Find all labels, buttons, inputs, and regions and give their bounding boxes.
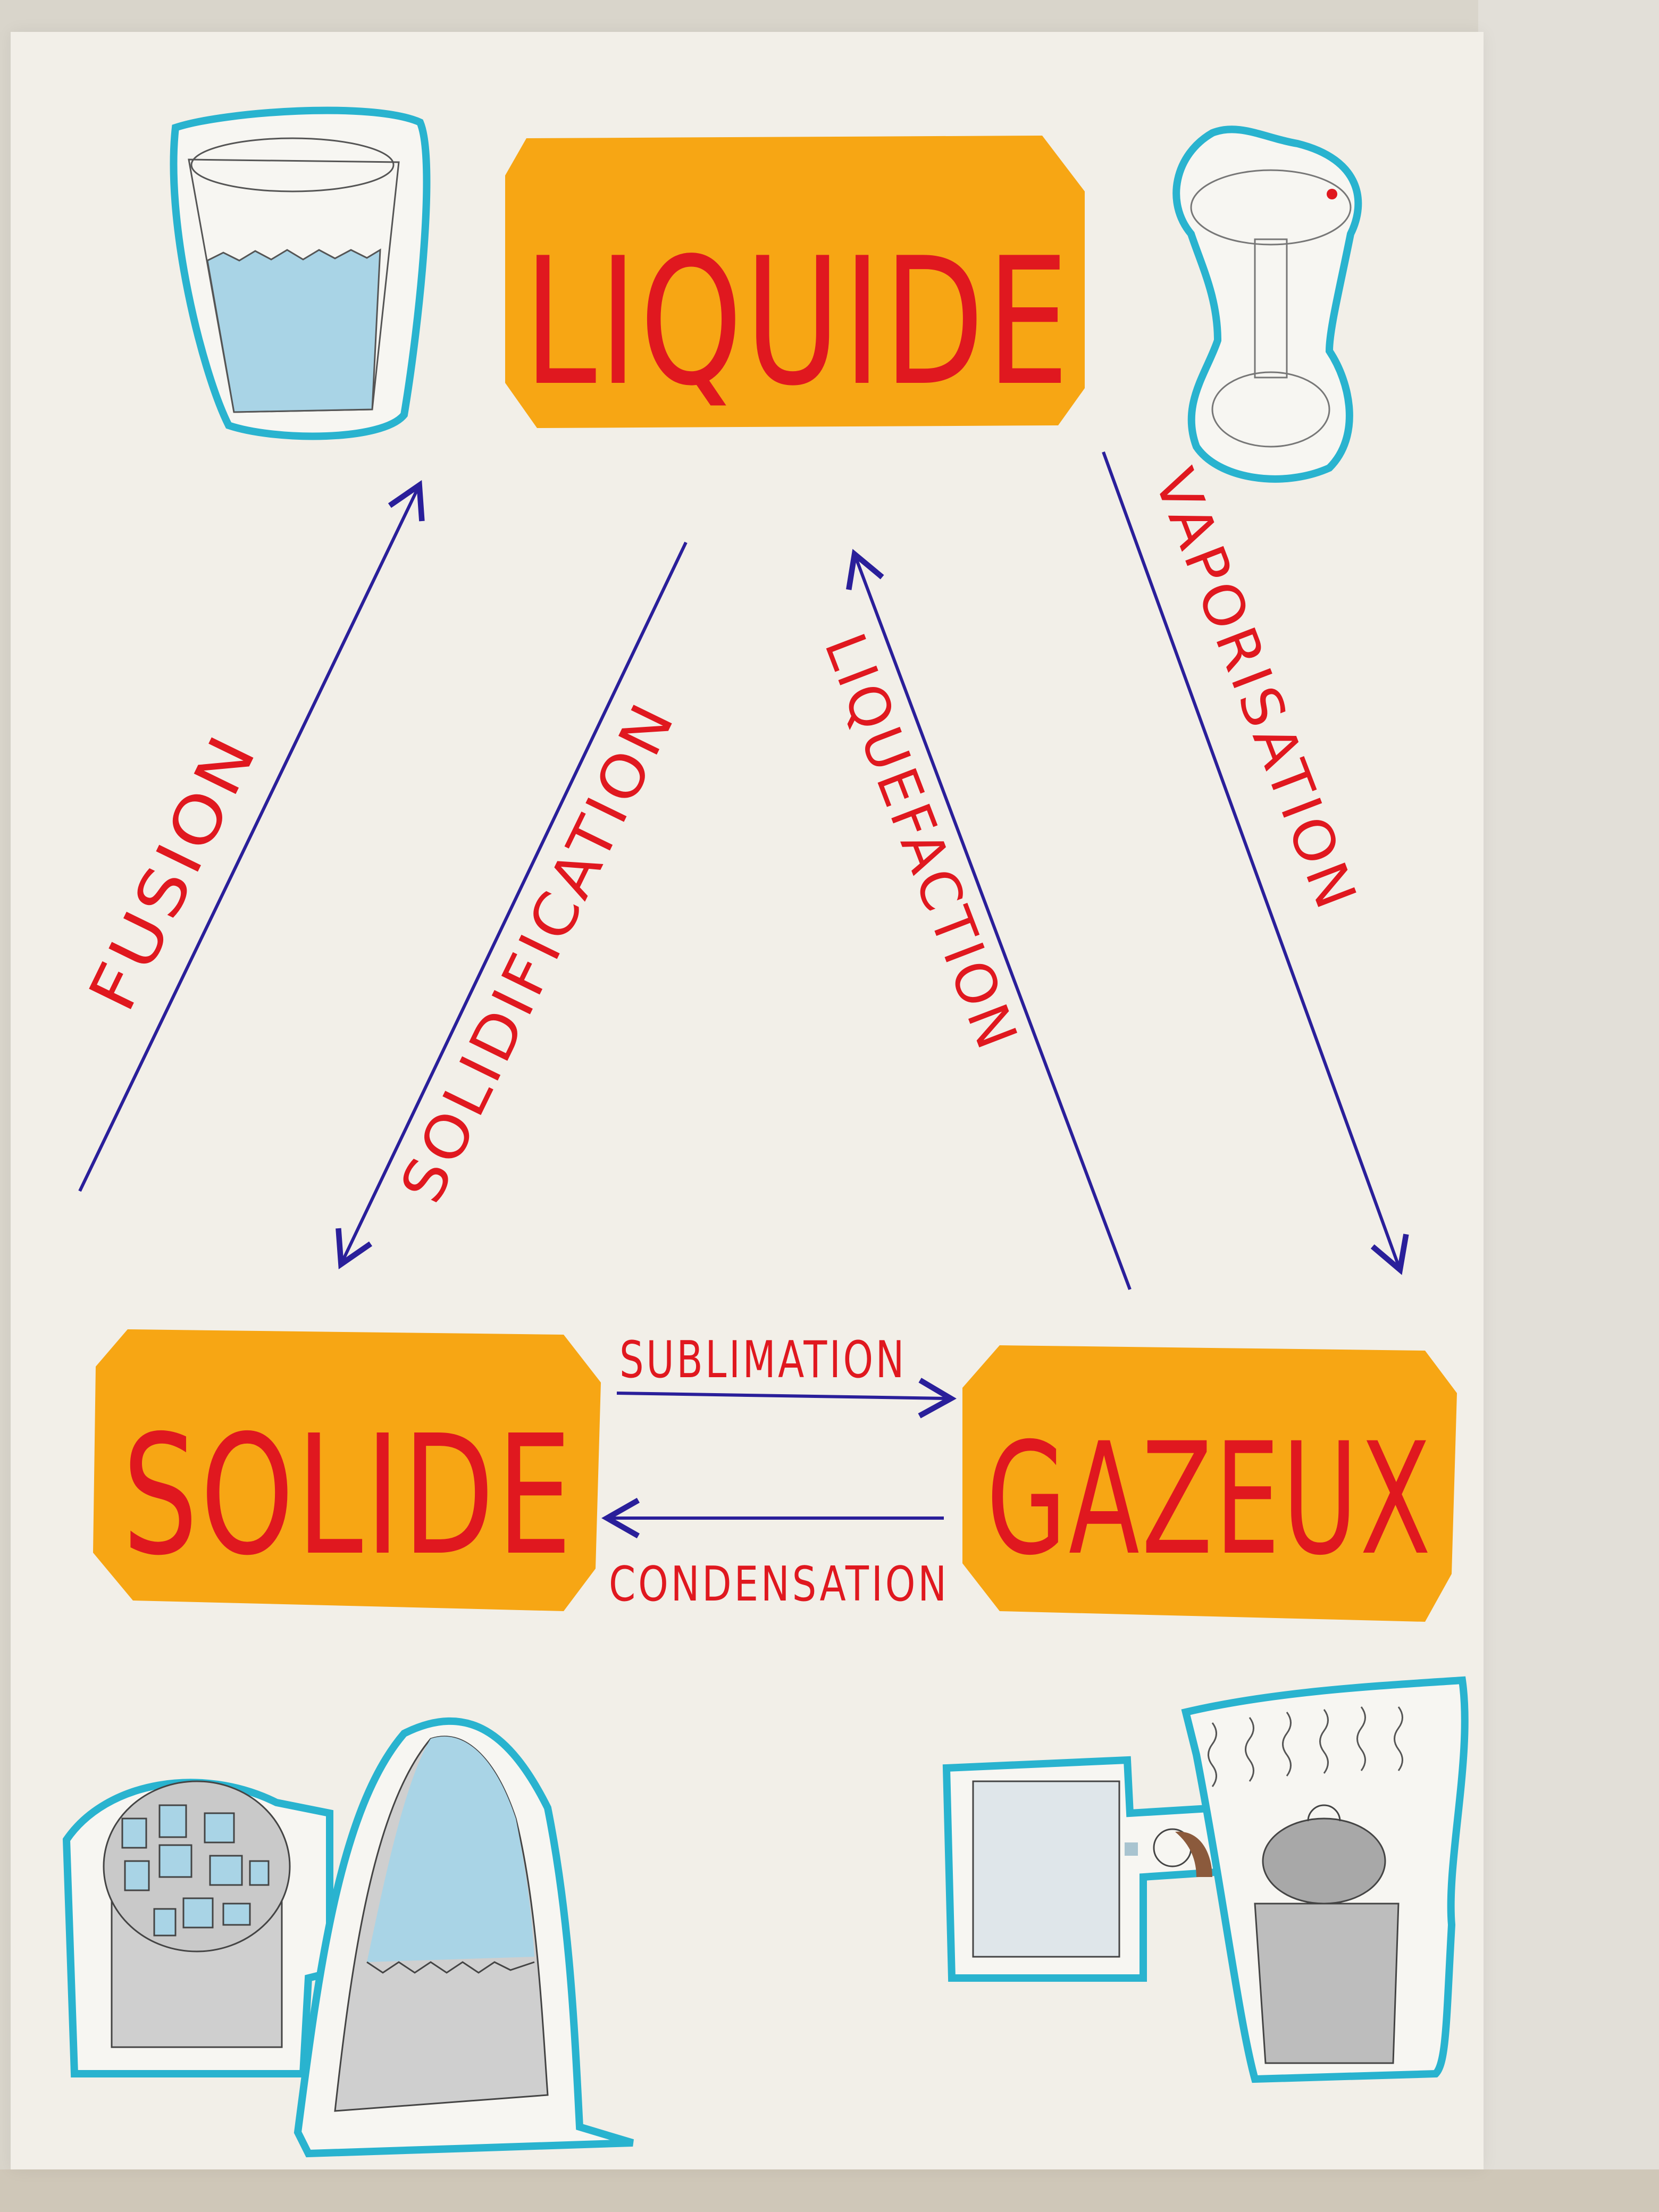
liquefaction-label: LIQUEFACTION [812, 625, 1030, 1060]
fusion-label: FUSION [75, 722, 272, 1022]
sublimation-label: SUBLIMATION [619, 1331, 907, 1389]
steaming-pot-illustration [1181, 1676, 1469, 2083]
wall-bottom [0, 2169, 1659, 2212]
bathroom-sink-illustration [1172, 125, 1362, 483]
gas-label: GAZEUX [986, 1410, 1433, 1589]
liquid-state-card: LIQUIDE [505, 136, 1085, 428]
solid-label: SOLIDE [122, 1400, 574, 1592]
glass-of-water-illustration [170, 106, 431, 440]
sublimation-arrow [616, 1378, 957, 1419]
ice-bucket-illustration [62, 1779, 333, 2077]
wall-background [1478, 0, 1659, 2212]
solidification-arrow [336, 541, 688, 1270]
solid-state-card: SOLIDE [93, 1329, 601, 1611]
mirror-breath-illustration [942, 1756, 1227, 1982]
liquid-label: LIQUIDE [524, 220, 1071, 424]
vaporisation-label: VAPORISATION [1142, 460, 1370, 920]
solidification-label: SOLIDIFICATION [387, 691, 689, 1213]
liquefaction-arrow [846, 549, 1132, 1291]
vaporisation-arrow [1102, 451, 1409, 1275]
condensation-label: CONDENSATION [609, 1556, 949, 1612]
gas-state-card: GAZEUX [962, 1345, 1457, 1622]
fusion-arrow [78, 480, 425, 1192]
snowy-mountain-illustration [294, 1717, 634, 2158]
steam-lines [1208, 1706, 1403, 1787]
